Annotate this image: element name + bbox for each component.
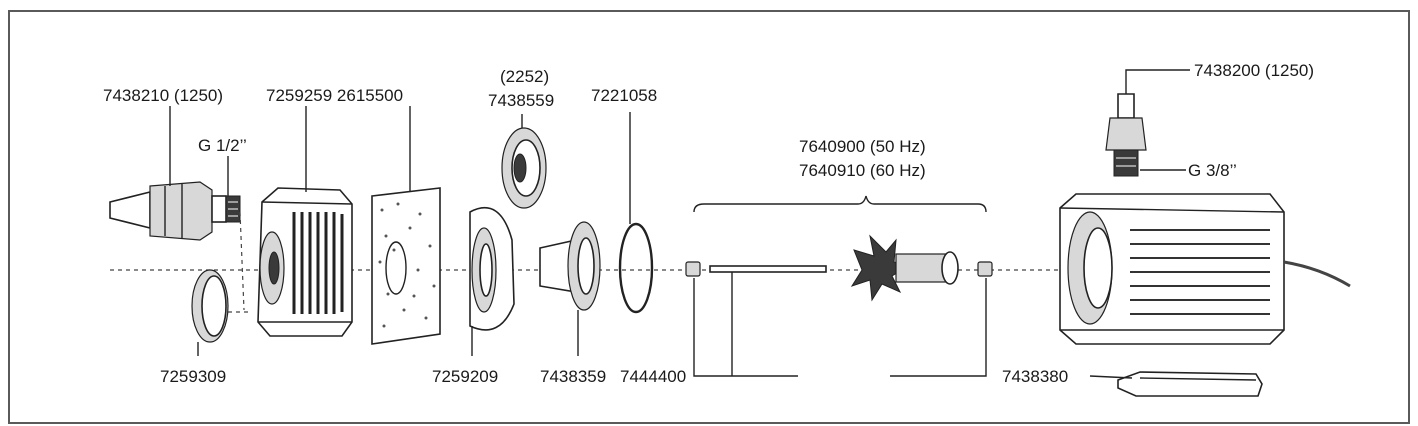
- shaft-bearing-icon: [685, 261, 993, 277]
- pump-motor-icon: [1059, 193, 1351, 345]
- nozzle-icon: [109, 181, 241, 241]
- outlet-top-icon: [1105, 93, 1147, 177]
- label-front-plate: 7259209: [432, 367, 498, 386]
- label-prefilter-housing-sponge: 7259259 2615500: [266, 86, 403, 105]
- label-outlet-nozzle: 7438210 (1250): [103, 86, 223, 105]
- suction-cup-icon: [501, 127, 547, 209]
- cap-icon: [191, 269, 229, 343]
- leader-lines: [169, 69, 1190, 379]
- label-thread-left: G 1/2’’: [198, 136, 247, 155]
- label-impeller-50hz: 7640900 (50 Hz): [799, 137, 926, 156]
- bracket-icon: [1117, 371, 1263, 397]
- bearing-cover-icon: [539, 221, 601, 311]
- impeller-icon: [850, 234, 959, 302]
- label-shaft-bearings: 7444400: [620, 367, 686, 386]
- diagram-frame: [8, 10, 1410, 424]
- label-bearing-cover: 7438359: [540, 367, 606, 386]
- label-impeller-60hz: 7640910 (60 Hz): [799, 161, 926, 180]
- sponge-icon: [371, 187, 441, 345]
- prefilter-housing-icon: [257, 187, 353, 337]
- label-mounting-bracket: 7438380: [1002, 367, 1068, 386]
- label-suction-cup-top: (2252): [500, 67, 549, 86]
- front-plate-icon: [469, 207, 515, 331]
- label-o-ring: 7221058: [591, 86, 657, 105]
- label-outlet-top: 7438200 (1250): [1194, 61, 1314, 80]
- o-ring-icon: [618, 222, 654, 314]
- label-thread-right: G 3/8’’: [1188, 161, 1237, 180]
- label-cap: 7259309: [160, 367, 226, 386]
- label-suction-cup-part: 7438559: [488, 91, 554, 110]
